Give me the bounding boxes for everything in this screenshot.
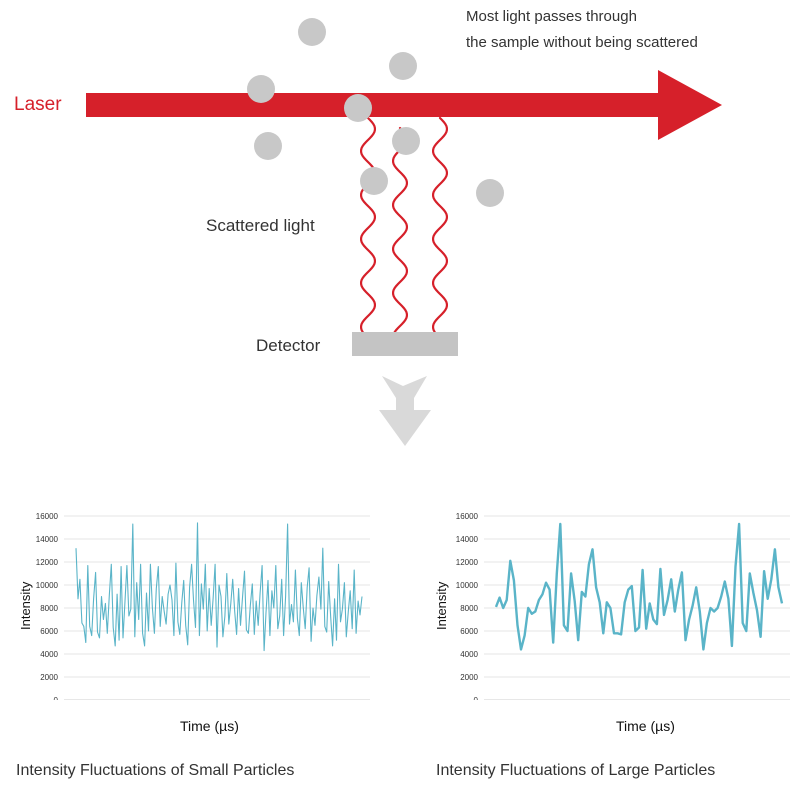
small-particles-caption: Intensity Fluctuations of Small Particle… (16, 762, 295, 779)
y-tick-label: 14000 (456, 535, 479, 544)
x-axis-label: Time (µs) (180, 718, 239, 734)
y-tick-label: 16000 (36, 512, 59, 521)
laser-beam-arrow (86, 70, 722, 140)
detector-label: Detector (256, 336, 321, 355)
y-tick-label: 12000 (36, 558, 59, 567)
y-tick-label: 2000 (460, 673, 478, 682)
light-scattering-diagram (86, 18, 722, 446)
pass-through-text-line-1: Most light passes through (466, 8, 637, 25)
scattered-light-wave-2 (392, 126, 408, 334)
pass-through-text-line-2: the sample without being scattered (466, 34, 698, 51)
y-tick-label: 8000 (40, 604, 58, 613)
large-particles-plot: 0 2000 4000 6000 8000 10000 12000 14000 16000 (456, 512, 790, 700)
scattered-light-wave-1 (360, 116, 376, 334)
y-axis-label: Intensity (18, 581, 33, 630)
y-tick-label: 6000 (40, 627, 58, 636)
down-arrow-icon (379, 376, 431, 446)
particle (476, 179, 504, 207)
y-tick-label: 0 (474, 696, 479, 700)
y-tick-label: 6000 (460, 627, 478, 636)
small-particles-plot: 0 2000 4000 6000 8000 10000 12000 14000 16000 (36, 512, 370, 700)
y-tick-label: 8000 (460, 604, 478, 613)
intensity-series-line (494, 522, 784, 651)
y-tick-label: 14000 (36, 535, 59, 544)
particle (344, 94, 372, 122)
y-tick-label: 2000 (40, 673, 58, 682)
y-tick-label: 10000 (36, 581, 59, 590)
particle (392, 127, 420, 155)
particle (360, 167, 388, 195)
x-axis-label: Time (µs) (616, 718, 675, 734)
intensity-series-line (75, 522, 363, 652)
laser-label: Laser (14, 94, 62, 115)
y-axis-label: Intensity (434, 581, 449, 630)
y-tick-label: 12000 (456, 558, 479, 567)
scattered-light-label: Scattered light (206, 216, 315, 235)
y-tick-label: 10000 (456, 581, 479, 590)
y-tick-label: 4000 (40, 650, 58, 659)
particle (247, 75, 275, 103)
particle (389, 52, 417, 80)
y-tick-label: 4000 (460, 650, 478, 659)
large-particles-caption: Intensity Fluctuations of Large Particle… (436, 762, 716, 779)
small-particles-chart: 0 2000 4000 6000 8000 10000 12000 14000 16000 In… (8, 500, 378, 734)
particles (247, 18, 504, 207)
large-particles-chart: 0 2000 4000 6000 8000 10000 12000 14000 16000 In… (428, 500, 798, 734)
particle (298, 18, 326, 46)
y-tick-label: 16000 (456, 512, 479, 521)
y-tick-label: 0 (54, 696, 59, 700)
scattered-light-wave-3 (432, 116, 448, 334)
particle (254, 132, 282, 160)
detector (352, 332, 458, 356)
